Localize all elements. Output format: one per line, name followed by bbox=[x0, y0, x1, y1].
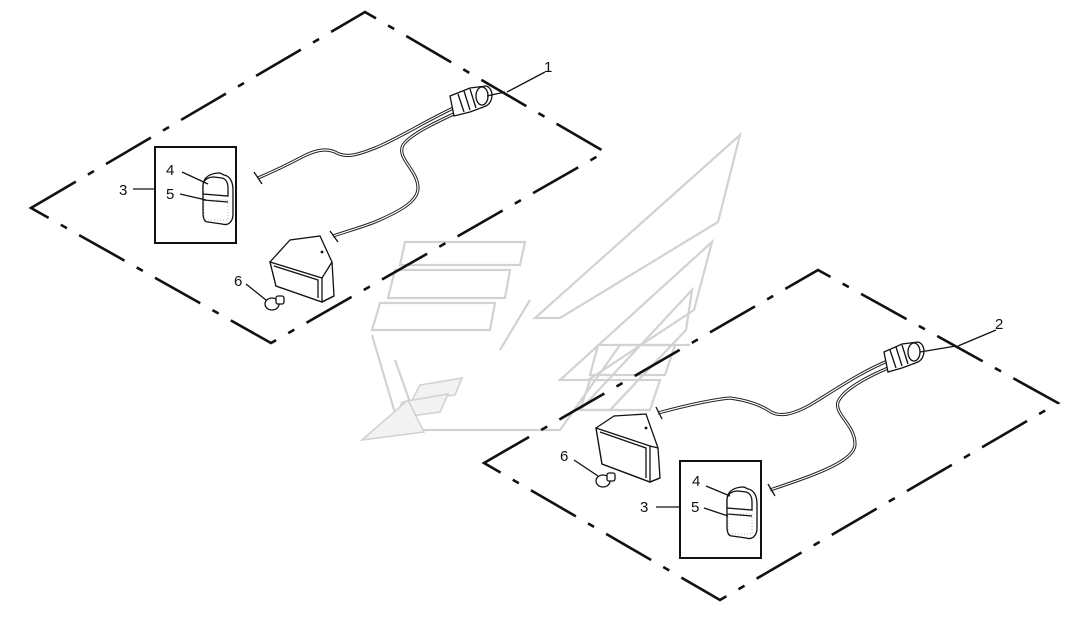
watermark-logo bbox=[359, 131, 742, 442]
lamp-housing-right bbox=[595, 413, 661, 483]
lamp-housing-left bbox=[269, 235, 335, 303]
callout-bulb-right: 6 bbox=[560, 448, 568, 465]
harness-cable-lower-right bbox=[769, 366, 889, 492]
callout-inset-left: 3 bbox=[119, 182, 127, 199]
bulb-left bbox=[264, 295, 285, 311]
connector-plug-left bbox=[449, 85, 493, 117]
assembly-frame-left bbox=[28, 10, 608, 345]
harness-cable-upper-right bbox=[657, 358, 891, 417]
callout-assembly-left: 1 bbox=[544, 59, 552, 76]
connector-plug-right bbox=[883, 341, 925, 373]
assembly-frame-right bbox=[481, 268, 1061, 602]
assembly-left: 1 3 4 5 6 bbox=[28, 10, 608, 345]
bulb-holder-right bbox=[727, 513, 753, 535]
callout-bulb-holder-left: 5 bbox=[166, 186, 174, 203]
harness-cable-upper-left bbox=[257, 103, 461, 180]
callout-assembly-right: 2 bbox=[995, 316, 1003, 333]
callout-lens-left: 4 bbox=[166, 162, 174, 179]
lens-left bbox=[202, 172, 234, 226]
assembly-right: 2 3 4 5 6 bbox=[481, 268, 1061, 602]
harness-cable-lower-left bbox=[332, 110, 459, 238]
callout-bulb-left: 6 bbox=[234, 273, 242, 290]
lens-right bbox=[726, 486, 758, 540]
bulb-right bbox=[595, 472, 616, 488]
bulb-holder-left bbox=[203, 199, 229, 221]
callout-lens-right: 4 bbox=[692, 473, 700, 490]
callout-bulb-holder-right: 5 bbox=[691, 499, 699, 516]
callout-inset-right: 3 bbox=[640, 499, 648, 516]
